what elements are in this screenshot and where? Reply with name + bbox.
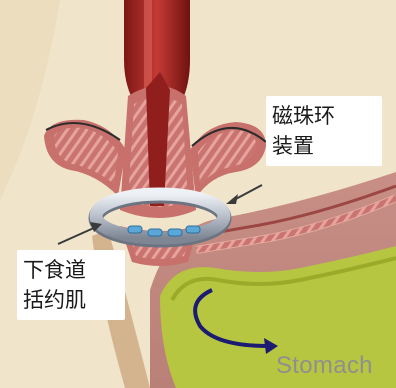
esophagus-highlight bbox=[144, 0, 152, 90]
stomach-label: Stomach bbox=[276, 352, 373, 380]
les-label: 下食道 括约肌 bbox=[17, 250, 125, 320]
magnetic-ring-label: 磁珠环 装置 bbox=[266, 96, 382, 166]
